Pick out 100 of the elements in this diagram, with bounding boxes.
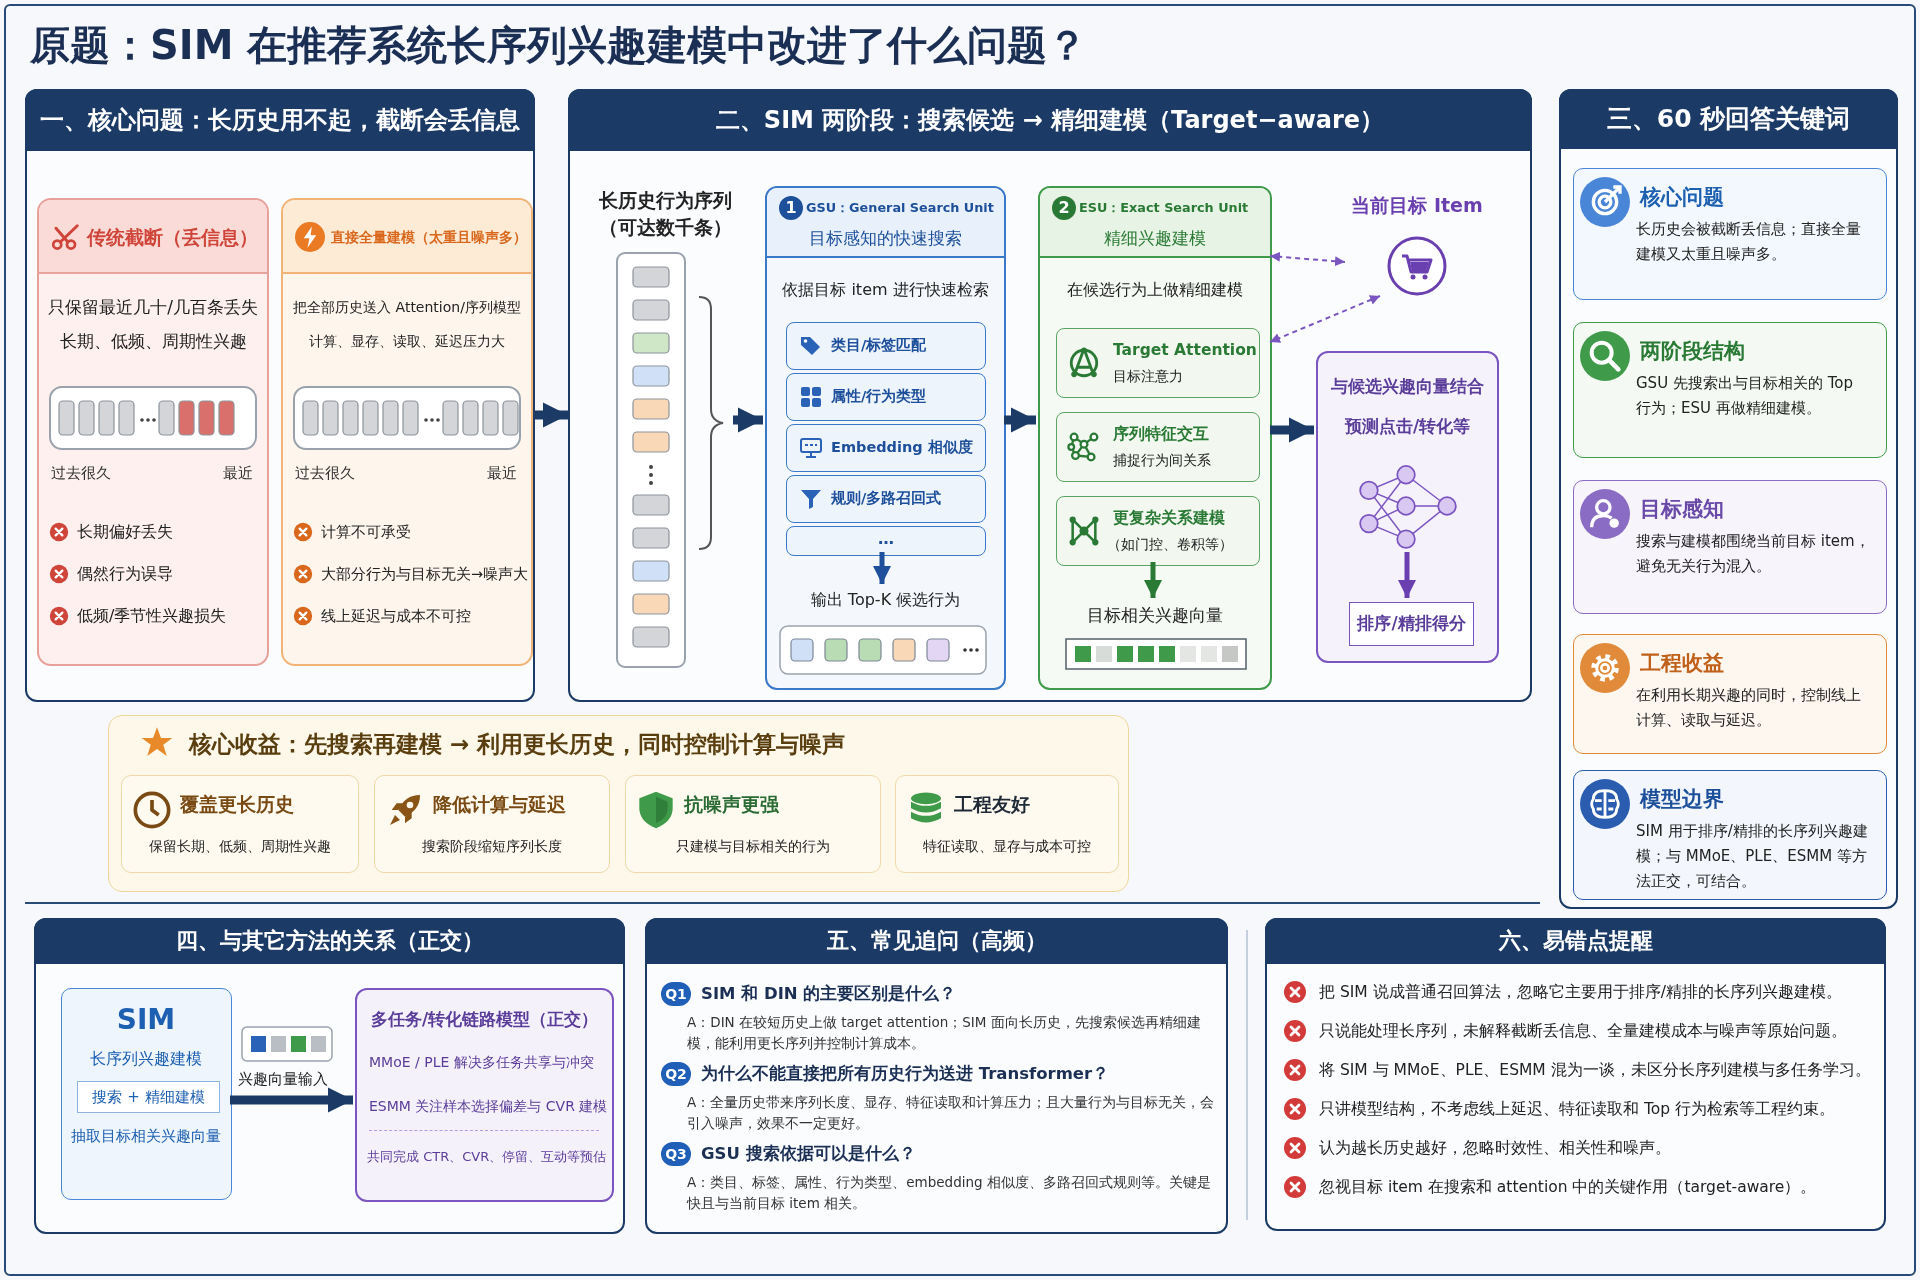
question-text: SIM 和 DIN 的主要区别是什么？ [701, 983, 957, 1005]
card-text: 特征读取、显存与成本可控 [921, 838, 1092, 856]
arrow [1144, 562, 1162, 598]
panel [25, 89, 535, 702]
warning-item: 只说能处理长序列，未解释截断丢信息、全量建模成本与噪声等原始问题。 [1319, 1021, 1847, 1042]
question-badge: Q1 [661, 982, 691, 1006]
stage-text: 目标相关兴趣向量 [1086, 604, 1224, 627]
panel-header: 三、60 秒回答关键词 [1559, 89, 1898, 149]
method-box [1056, 412, 1260, 482]
answer-text: A：类目、标签、属性、行为类型、embedding 相似度、多路召回式规则等。关键是快且与当前目标 item 相关。 [687, 1173, 1212, 1213]
method-label: 序列特征交互 [1113, 424, 1209, 445]
question-badge: Q3 [661, 1142, 691, 1166]
column-heading: 长历史行为序列（可达数千条） [597, 188, 733, 240]
box-text: 与候选兴趣向量结合 [1330, 375, 1485, 398]
answer-text: A：全量历史带来序列长度、显存、特征读取和计算压力；且大量行为与目标无关，会引入噪声，效果不一定更好。 [687, 1093, 1216, 1133]
method-box [786, 373, 986, 421]
arrow [535, 402, 568, 428]
card-title: 核心问题 [1640, 184, 1724, 211]
method-box [1056, 496, 1260, 566]
model-text: ESMM 关注样本选择偏差与 CVR 建模 [369, 1098, 608, 1116]
benefit-card [625, 775, 881, 873]
question-badge: Q2 [661, 1062, 691, 1086]
edge-label: 兴趣向量输入 [238, 1070, 328, 1089]
axis-label: 最近 [487, 464, 517, 483]
question-text: 为什么不能直接把所有历史行为送进 Transformer？ [701, 1063, 1110, 1085]
panel [1559, 89, 1898, 909]
list-item: 计算不可承受 [321, 523, 411, 542]
panel [34, 918, 625, 1234]
method-box [1056, 328, 1260, 398]
benefit-card [121, 775, 359, 873]
panel-header: 四、与其它方法的关系（正交） [34, 918, 625, 964]
card-title: 模型边界 [1640, 786, 1724, 813]
step-badge: 2 [1052, 196, 1076, 220]
model-box [355, 988, 614, 1202]
method-box [786, 322, 986, 370]
benefit-card [374, 775, 610, 873]
method-note: 目标注意力 [1113, 367, 1183, 386]
benefit-card [895, 775, 1119, 873]
warning-item: 忽视目标 item 在搜索和 attention 中的关键作用（target-aware）。 [1319, 1177, 1817, 1198]
model-text: 长序列兴趣建模 [89, 1049, 203, 1070]
card-text: 搜索阶段缩短序列长度 [420, 838, 563, 856]
arrow [873, 552, 891, 584]
arrow [230, 1087, 353, 1113]
method-label: 更复杂关系建模 [1113, 508, 1225, 529]
axis-label: 过去很久 [51, 464, 111, 483]
method-label: 类目/标签匹配 [831, 336, 927, 355]
card-text: SIM 用于排序/精排的长序列兴趣建模；与 MMoE、PLE、ESMM 等方法正交，可结合。 [1636, 821, 1869, 892]
keyword-card [1573, 168, 1887, 300]
answer-text: A：DIN 在较短历史上做 target attention；SIM 面向长历史，先搜索候选再精细建模，能利用更长序列并控制计算成本。 [687, 1013, 1202, 1053]
question-text: GSU 搜索依据可以是什么？ [701, 1143, 916, 1165]
panel [645, 918, 1228, 1234]
arrow [1270, 417, 1314, 443]
card-text: 把全部历史送入 Attention/序列模型计算、显存、读取、延迟压力大 [292, 298, 522, 351]
warning-item: 认为越长历史越好，忽略时效性、相关性和噪声。 [1319, 1138, 1671, 1159]
model-name: SIM [115, 1003, 177, 1036]
card-title: 直接全量建模（太重且噪声多） [331, 228, 527, 247]
model-box [61, 988, 232, 1200]
panel-header: 一、核心问题：长历史用不起，截断会丢信息 [25, 89, 535, 151]
card-title: 覆盖更长历史 [180, 792, 294, 817]
card-text: 在利用长期兴趣的同时，控制线上计算、读取与延迟。 [1636, 685, 1862, 731]
card-text: 保留长期、低频、周期性兴趣 [147, 838, 332, 856]
stage-title: ESU：Exact Search Unit [1079, 199, 1249, 217]
tag-box: 搜索 + 精细建模 [77, 1081, 220, 1113]
card-title: 工程友好 [954, 792, 1030, 817]
info-card [37, 198, 269, 666]
keyword-card [1573, 322, 1887, 458]
page-title: 原题：SIM 在推荐系统长序列兴趣建模中改进了什么问题？ [30, 21, 1088, 70]
card-title: 抗噪声更强 [684, 792, 779, 817]
stage-subtitle: 精细兴趣建模 [1103, 227, 1207, 250]
card-text: GSU 先搜索出与目标相关的 Top 行为；ESU 再做精细建模。 [1636, 373, 1854, 419]
arrow [733, 407, 763, 433]
method-box [786, 424, 986, 472]
panel-title: 核心收益：先搜索再建模 → 利用更长历史，同时控制计算与噪声 [189, 730, 846, 759]
method-box: … [786, 526, 986, 556]
stage-box [765, 186, 1006, 690]
warning-item: 只讲模型结构，不考虑线上延迟、特征读取和 Top 行为检索等工程约束。 [1319, 1099, 1835, 1120]
stage-title: GSU：General Search Unit [806, 199, 994, 217]
list-item: 低频/季节性兴趣损失 [77, 606, 227, 626]
card-text: 只建模与目标相关的行为 [674, 838, 831, 856]
arrow [1398, 552, 1416, 598]
keyword-card [1573, 634, 1887, 754]
card-text: 搜索与建模都围绕当前目标 item，避免无关行为混入。 [1636, 531, 1871, 577]
arrow [1269, 295, 1381, 343]
arrow [1269, 251, 1346, 267]
arrow [1004, 407, 1036, 433]
stage-text: 输出 Top-K 候选行为 [809, 590, 962, 611]
benefit-panel [108, 715, 1129, 892]
list-item: 线上延迟与成本不可控 [321, 607, 471, 626]
method-label: 规则/多路召回式 [831, 489, 942, 508]
card-title: 降低计算与延迟 [433, 792, 566, 817]
list-item: 长期偏好丢失 [77, 522, 173, 542]
panel-header: 五、常见追问（高频） [645, 918, 1228, 964]
panel [1265, 918, 1886, 1231]
keyword-card [1573, 480, 1887, 614]
keyword-card [1573, 770, 1887, 900]
warning-item: 将 SIM 与 MMoE、PLE、ESMM 混为一谈，未区分长序列建模与多任务学习。 [1319, 1060, 1871, 1081]
info-card [281, 198, 533, 666]
axis-label: 最近 [223, 464, 253, 483]
card-title: 传统截断（丢信息） [87, 225, 259, 250]
axis-label: 过去很久 [295, 464, 355, 483]
